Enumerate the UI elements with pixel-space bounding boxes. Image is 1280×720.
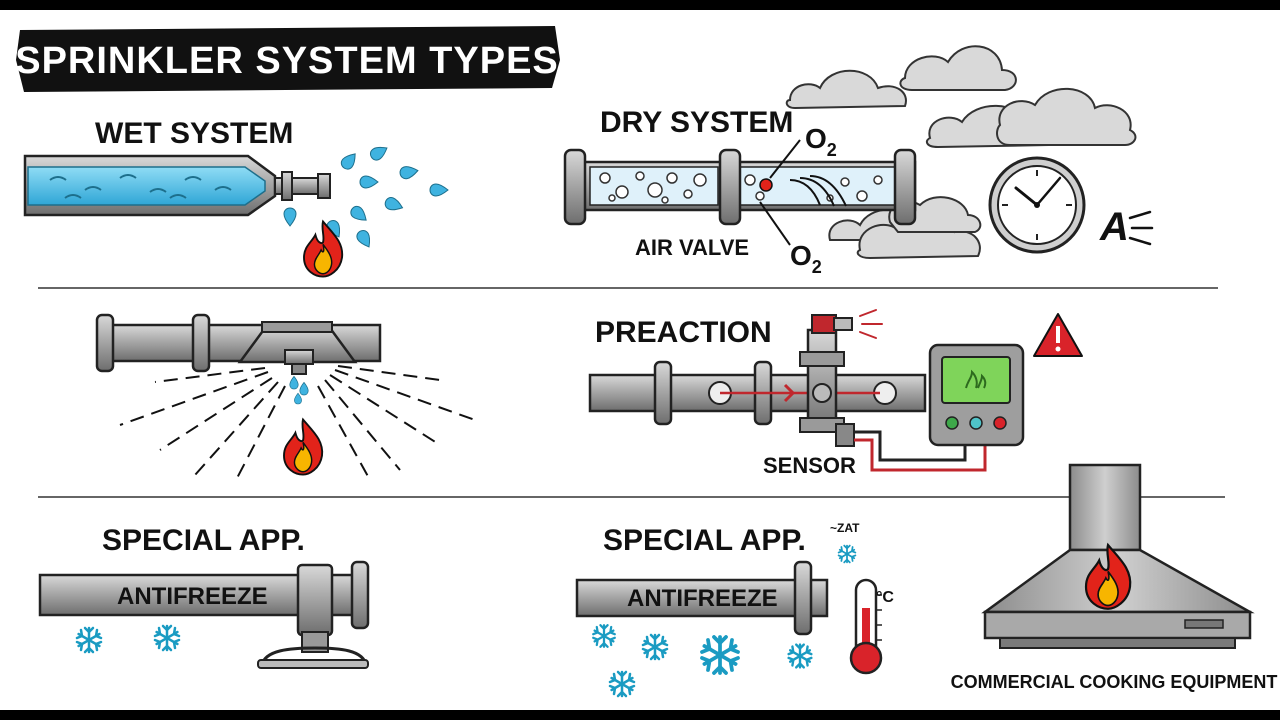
snowflake-icon xyxy=(592,624,616,648)
title-banner: SPRINKLER SYSTEM TYPES xyxy=(15,26,560,92)
special-app-left-panel: SPECIAL APP. ANTIFREEZE xyxy=(38,524,370,669)
snowflake-icon xyxy=(608,670,636,698)
celsius-label: °C xyxy=(876,589,894,606)
antifreeze-label-left: ANTIFREEZE xyxy=(117,583,268,610)
alert-lines xyxy=(859,309,883,339)
air-valve-indicator xyxy=(759,178,773,192)
bottom-frame-bar xyxy=(0,710,1280,720)
snowflake-icon xyxy=(153,624,181,652)
cooking-panel: COMMERCIAL COOKING EQUIPMENT xyxy=(951,463,1278,692)
o2-top-label: O2 xyxy=(805,123,837,160)
snowflake-icon xyxy=(787,643,813,669)
special-app-left-label: SPECIAL APP. xyxy=(102,524,305,557)
preaction-valve xyxy=(806,328,838,432)
zat-label: ~ZAT xyxy=(830,521,860,535)
cloud-icon xyxy=(785,45,1137,260)
preaction-label: PREACTION xyxy=(595,316,772,349)
snowflake-icon xyxy=(700,635,740,675)
snowflake-icon xyxy=(641,633,669,661)
control-panel xyxy=(928,343,1025,447)
wet-system-panel: WET SYSTEM xyxy=(23,117,449,278)
o2-bottom-label: O2 xyxy=(790,240,822,277)
sensor-label: SENSOR xyxy=(763,453,856,478)
dry-air-bubbles xyxy=(599,171,883,204)
range-hood-icon xyxy=(981,463,1255,649)
special-app-right-panel: SPECIAL APP. ANTIFREEZE ~ZAT °C xyxy=(575,521,894,698)
air-flow-lines xyxy=(789,175,847,207)
wet-system-label: WET SYSTEM xyxy=(95,117,293,150)
wet-water-ripples xyxy=(49,174,232,199)
special-app-right-label: SPECIAL APP. xyxy=(603,524,806,557)
air-valve-label: AIR VALVE xyxy=(635,235,749,260)
thermometer-icon xyxy=(849,578,883,675)
clock-icon xyxy=(988,156,1086,254)
snowflake-icon xyxy=(75,626,103,654)
alarm-icon: A xyxy=(1099,205,1154,249)
preaction-panel: PREACTION SENSOR xyxy=(588,309,1083,478)
page-title: SPRINKLER SYSTEM TYPES xyxy=(15,40,559,82)
pendant-flame-icon xyxy=(283,418,324,476)
dry-system-panel: DRY SYSTEM xyxy=(563,45,1154,277)
cooking-label: COMMERCIAL COOKING EQUIPMENT xyxy=(951,672,1278,692)
dry-system-label: DRY SYSTEM xyxy=(600,106,793,139)
wet-spray-drops xyxy=(283,142,449,251)
top-frame-bar xyxy=(0,0,1280,10)
pendant-sprinkler-panel xyxy=(95,313,476,483)
svg-text:A: A xyxy=(1099,205,1129,249)
antifreeze-pipe-right xyxy=(575,578,829,618)
spray-lines xyxy=(119,365,476,483)
sprinkler-head xyxy=(284,349,314,365)
snowflake-icon xyxy=(837,544,857,564)
antifreeze-label-right: ANTIFREEZE xyxy=(627,585,778,612)
deflector-plate xyxy=(257,659,369,669)
wet-water xyxy=(27,166,266,206)
pendant-drops xyxy=(289,376,309,405)
warning-icon xyxy=(1033,313,1083,357)
